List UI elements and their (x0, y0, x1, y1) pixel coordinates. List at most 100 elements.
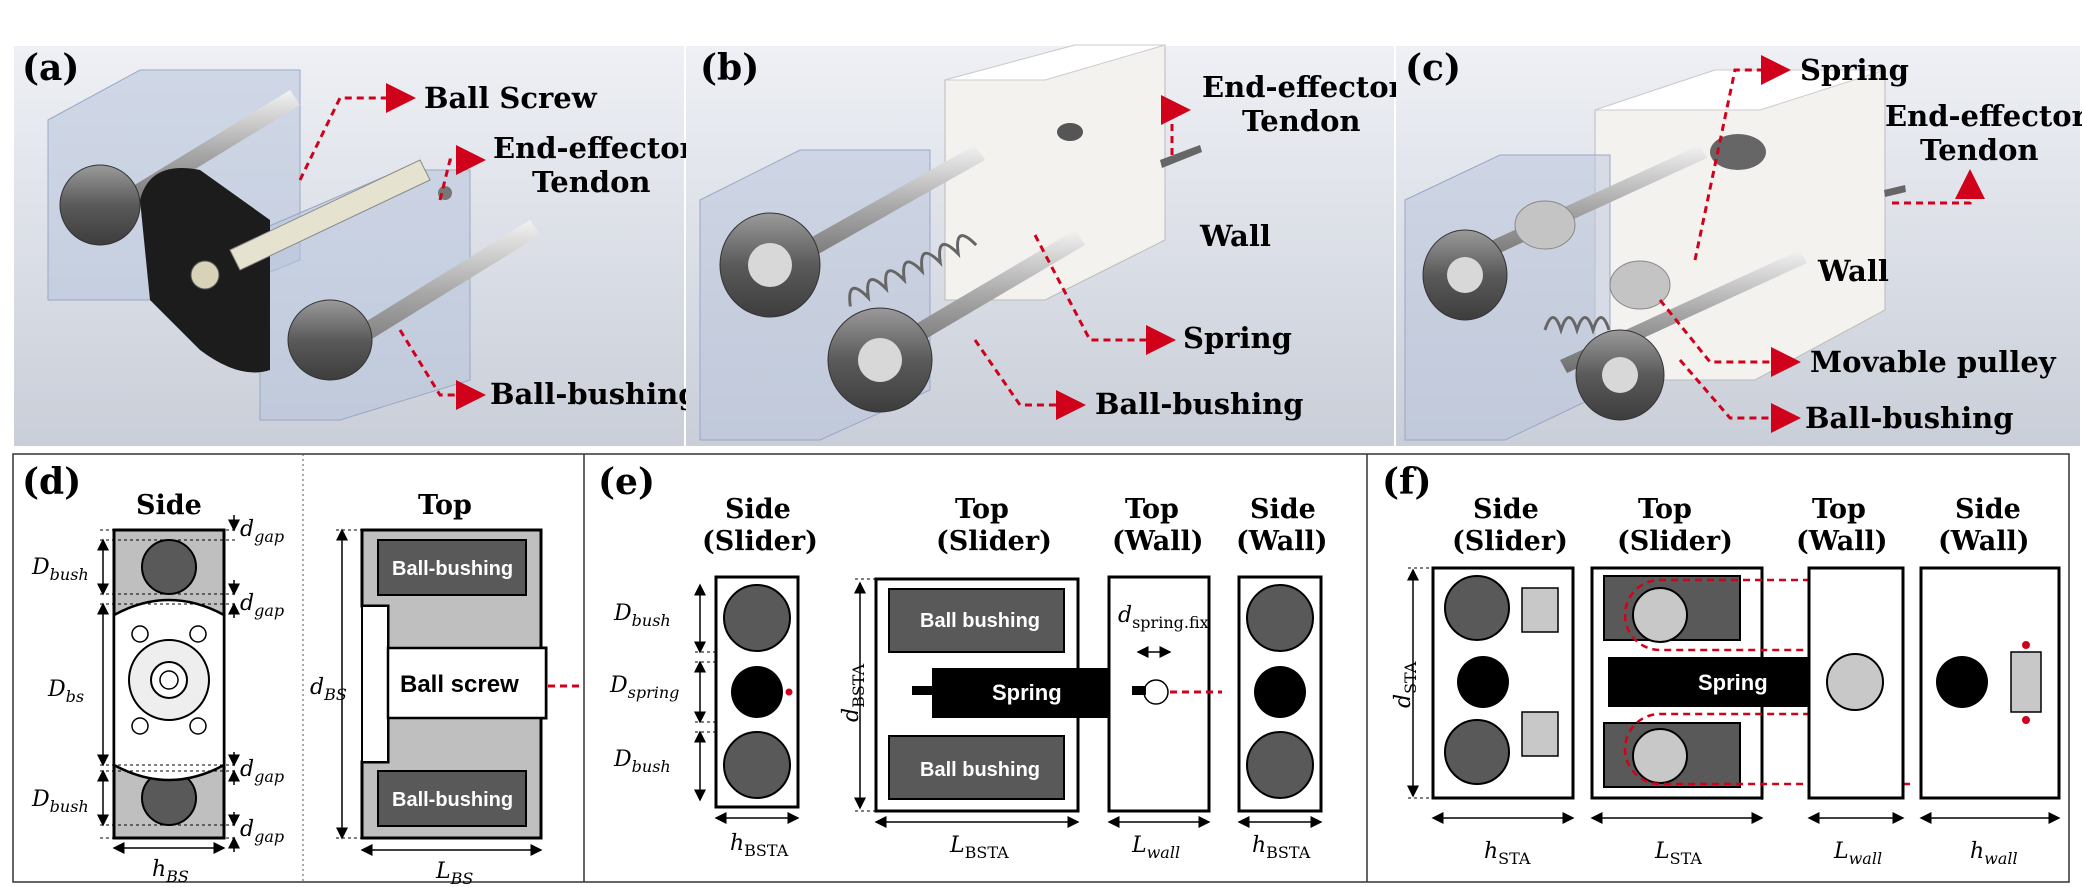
label-d-gap-1: dgap (240, 517, 284, 546)
label-ball-bushing: Ball-bushing (392, 789, 513, 811)
label-d-gap-3: dgap (240, 757, 284, 786)
label-L-STA: LSTA (1654, 839, 1702, 868)
panel-c: (c) Spring End-effector Tendon Wall Mova… (1396, 46, 2082, 446)
label-d-STA: dSTA (1391, 661, 1420, 708)
header-side-wall-2: (Wall) (1236, 526, 1328, 557)
callout-ball-screw: Ball Screw (424, 81, 598, 115)
bushing-b-2-bore (858, 338, 902, 382)
wall-block-top-b (944, 44, 1166, 81)
bushing-block-e (888, 588, 1065, 653)
spring-fix-e (1132, 686, 1146, 695)
label-h-BSTA: hBSTA (730, 831, 789, 860)
bushing-b-1-bore (748, 243, 792, 287)
title-top: Top (418, 490, 472, 521)
leader-line (298, 83, 416, 181)
pulley-c-2 (1609, 260, 1671, 310)
callout-wall: Wall (1199, 219, 1271, 253)
wall-hole-b (1057, 123, 1083, 141)
bushing-c-2-bore (1602, 357, 1638, 393)
callout-tendon-line1: End-effector (1202, 70, 1405, 104)
pulley-side-f (1521, 711, 1559, 757)
panel-b: (b) End-effector Tendon Wall Spring Ball… (686, 44, 1405, 446)
rod-b-1 (780, 145, 985, 270)
spring-block-f (1608, 657, 1832, 707)
panel-f: (f) Side (Slider) Top (Slider) Top (Wall… (1382, 461, 2061, 868)
label-h-BS: hBS (152, 857, 189, 886)
callout-spring: Spring (1183, 321, 1292, 355)
label-d-gap-4: dgap (240, 817, 284, 846)
bushing-circle-f (1444, 575, 1510, 641)
header-side-slider-1: Side (1473, 494, 1539, 525)
header-top-slider-1: Top (1638, 494, 1692, 525)
bushing-a-2 (287, 299, 373, 381)
panel-letter: (e) (598, 461, 655, 503)
label-spring: Spring (1698, 670, 1768, 695)
header-side-wall-2: (Wall) (1938, 526, 2030, 557)
panel-a: (a) Ball Screw End-effector Tendon Ball-… (14, 46, 699, 446)
spring-block-e (932, 668, 1132, 718)
leader-line (398, 329, 486, 410)
spring-b (848, 234, 978, 307)
panel-d: (d) Side Top (22, 461, 580, 887)
callout-spring: Spring (1800, 53, 1909, 87)
callout-ball-bushing: Ball-bushing (1095, 387, 1304, 421)
header-top-wall-1: Top (1125, 494, 1179, 525)
label-ball-bushing: Ball bushing (920, 759, 1040, 781)
label-d-spring-fix: dspring.fix (1118, 603, 1209, 632)
bushing-block-top-d (377, 539, 527, 596)
bushing-top-d (141, 539, 197, 595)
header-top-slider-2: (Slider) (1617, 526, 1733, 557)
bushing-block-bottom-d (377, 770, 527, 827)
pulley-c-1 (1514, 200, 1576, 250)
leader-line (1033, 234, 1176, 355)
pulley-side-f (1521, 587, 1559, 633)
flange-bolt-hole (131, 625, 149, 643)
label-L-BSTA: LBSTA (949, 833, 1009, 862)
callout-tendon-line2: Tendon (532, 165, 651, 199)
label-ball-screw: Ball screw (400, 671, 519, 698)
header-top-slider-1: Top (955, 494, 1009, 525)
label-ball-bushing: Ball bushing (920, 610, 1040, 632)
flange-bolt-hole (189, 625, 207, 643)
bushing-c-1-bore (1447, 257, 1483, 293)
nut-boss-a (190, 260, 220, 290)
leader-line (438, 145, 486, 201)
label-d-BS: dBS (310, 675, 347, 704)
spring-circle-e (1254, 666, 1306, 718)
bushing-circle-e (723, 731, 791, 799)
bottom-frame (12, 453, 2070, 883)
panel-letter: (d) (22, 461, 81, 503)
header-side-wall-1: Side (1955, 494, 2021, 525)
wall-hole-c (1710, 134, 1766, 170)
panel-letter: (b) (700, 47, 759, 89)
top-wall-e (1107, 575, 1211, 813)
leader-line (973, 339, 1086, 420)
callout-tendon-line2: Tendon (1920, 133, 2039, 167)
header-side-slider-1: Side (725, 494, 791, 525)
header-top-wall-1: Top (1812, 494, 1866, 525)
spring-fix-circle-e (1143, 679, 1169, 705)
header-top-wall-2: (Wall) (1796, 526, 1888, 557)
flange-bolt-hole (189, 717, 207, 735)
label-D-bush: Dbush (613, 747, 671, 776)
top-screw-d (361, 605, 389, 763)
label-D-bs: Dbs (47, 677, 84, 706)
callout-ball-bushing: Ball-bushing (490, 377, 699, 411)
leader-line (1161, 95, 1191, 155)
pulley-side-wall-f (2010, 651, 2042, 713)
callout-movable-pulley: Movable pulley (1810, 345, 2057, 379)
label-L-wall: Lwall (1131, 833, 1180, 862)
rod-b-2 (880, 230, 1085, 360)
bushing-circle-e (1246, 584, 1314, 652)
pulley-top-f (1632, 587, 1688, 643)
pulley-wall-f (1826, 653, 1884, 711)
callout-tendon-line1: End-effector (493, 131, 696, 165)
spring-circle-e (731, 666, 783, 718)
bushing-circle-e (723, 584, 791, 652)
bushing-circle-f (1444, 719, 1510, 785)
label-spring: Spring (992, 680, 1062, 705)
header-side-slider-2: (Slider) (702, 526, 818, 557)
callout-wall: Wall (1817, 254, 1889, 288)
label-D-bush: Dbush (613, 601, 671, 630)
